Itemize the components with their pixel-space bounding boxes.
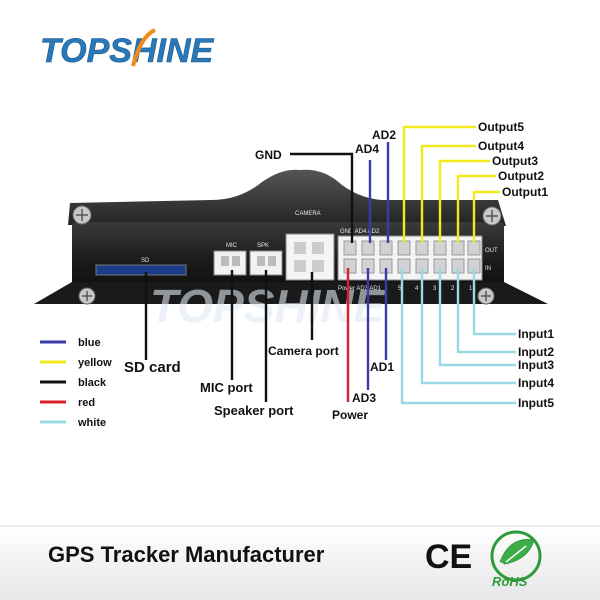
sd-slot-label: SD <box>141 258 150 264</box>
wire-color-legend: blue yellow black red white <box>40 337 112 429</box>
output1-wire <box>472 190 500 243</box>
connector-pin <box>312 242 324 254</box>
watermark-logo: TOPSHINE <box>150 280 386 332</box>
connector-pin <box>294 242 306 254</box>
output3-callout: Output3 <box>492 154 538 168</box>
input2-callout: Input2 <box>518 345 554 359</box>
camera-connector <box>285 233 335 281</box>
mic-port-callout: MIC port <box>200 380 253 395</box>
connector-pin <box>257 256 265 266</box>
connector-pin <box>232 256 240 266</box>
pin-number: 3 <box>433 286 437 292</box>
output2-callout: Output2 <box>498 169 544 183</box>
pin-number: 5 <box>398 286 402 292</box>
camera-port-label: CAMERA <box>295 211 321 217</box>
io-header-bottom-label: Power AD3 AD1 <box>338 286 382 292</box>
ce-mark-icon: CE <box>425 538 472 576</box>
tracker-device: CAMERA SD MIC SPK GND AD4 AD2 Power AD3 … <box>34 169 548 305</box>
device-top-cover <box>68 169 506 226</box>
mic-connector <box>213 250 247 276</box>
screw-icon <box>482 206 502 226</box>
connector-pin <box>268 256 276 266</box>
rohs-text: RoHS <box>492 574 528 589</box>
brand-logo-text: TOPSHINE <box>40 32 215 70</box>
output3-wire <box>438 159 490 243</box>
callout-labels: GND AD4 AD2 Output5 Output4 Output3 Outp… <box>124 120 554 422</box>
legend-label: yellow <box>78 357 112 369</box>
header-pin <box>433 240 447 256</box>
pin-number: 4 <box>415 286 419 292</box>
pin-number: 1 <box>469 286 473 292</box>
brand-logo: TOPSHINE <box>40 28 215 70</box>
camera-port-callout: Camera port <box>268 344 339 358</box>
input5-callout: Input5 <box>518 396 554 410</box>
legend-label: blue <box>78 337 101 349</box>
input1-callout: Input1 <box>518 327 554 341</box>
screw-icon <box>477 287 495 305</box>
input3-callout: Input3 <box>518 358 554 372</box>
logo-swoosh-icon <box>131 28 156 67</box>
io-header-pins <box>343 240 481 274</box>
input5-wire <box>400 268 516 405</box>
footer-banner: GPS Tracker Manufacturer CE RoHS <box>0 525 600 600</box>
ad4-callout: AD4 <box>355 142 379 156</box>
header-pin <box>397 258 411 274</box>
header-pin <box>379 240 393 256</box>
wire-lines <box>144 125 516 405</box>
out-label: OUT <box>485 248 498 254</box>
io-header-top-label: GND AD4 AD2 <box>340 229 380 235</box>
input4-callout: Input4 <box>518 376 554 390</box>
screw-icon <box>72 205 92 225</box>
output4-callout: Output4 <box>478 139 524 153</box>
ad2-callout: AD2 <box>372 128 396 142</box>
gnd-callout: GND <box>255 148 282 162</box>
legend-label: black <box>78 377 107 389</box>
header-pin <box>467 240 481 256</box>
spk-jack-label: SPK <box>257 243 269 249</box>
input3-wire <box>438 268 516 367</box>
header-pin <box>343 258 357 274</box>
sd-card-callout: SD card <box>124 359 181 376</box>
pin-number: 2 <box>451 286 455 292</box>
mic-jack-label: MIC <box>226 243 238 249</box>
gnd-wire <box>290 152 354 243</box>
ad3-callout: AD3 <box>352 391 376 405</box>
power-callout: Power <box>332 408 368 422</box>
header-pin <box>415 240 429 256</box>
in-label: IN <box>485 266 491 272</box>
input1-wire <box>472 268 516 336</box>
connector-pin <box>312 260 324 272</box>
input4-wire <box>420 268 516 385</box>
header-pin <box>343 240 357 256</box>
header-pin <box>361 240 375 256</box>
input2-wire <box>456 268 516 354</box>
output5-callout: Output5 <box>478 120 524 134</box>
legend-label: red <box>78 397 95 409</box>
connector-pin <box>221 256 229 266</box>
screw-icon <box>78 287 96 305</box>
output4-wire <box>420 144 476 243</box>
connector-pin <box>294 260 306 272</box>
output1-callout: Output1 <box>502 185 548 199</box>
output2-wire <box>456 174 496 243</box>
header-pin <box>397 240 411 256</box>
ad1-callout: AD1 <box>370 360 394 374</box>
legend-label: white <box>77 417 106 429</box>
rohs-logo-icon: RoHS <box>490 530 542 589</box>
header-pin <box>451 240 465 256</box>
sd-card-slot <box>95 264 187 276</box>
footer-title: GPS Tracker Manufacturer <box>48 542 325 567</box>
output5-wire <box>402 125 476 243</box>
speaker-port-callout: Speaker port <box>214 403 294 418</box>
device-base-flange <box>34 282 548 304</box>
